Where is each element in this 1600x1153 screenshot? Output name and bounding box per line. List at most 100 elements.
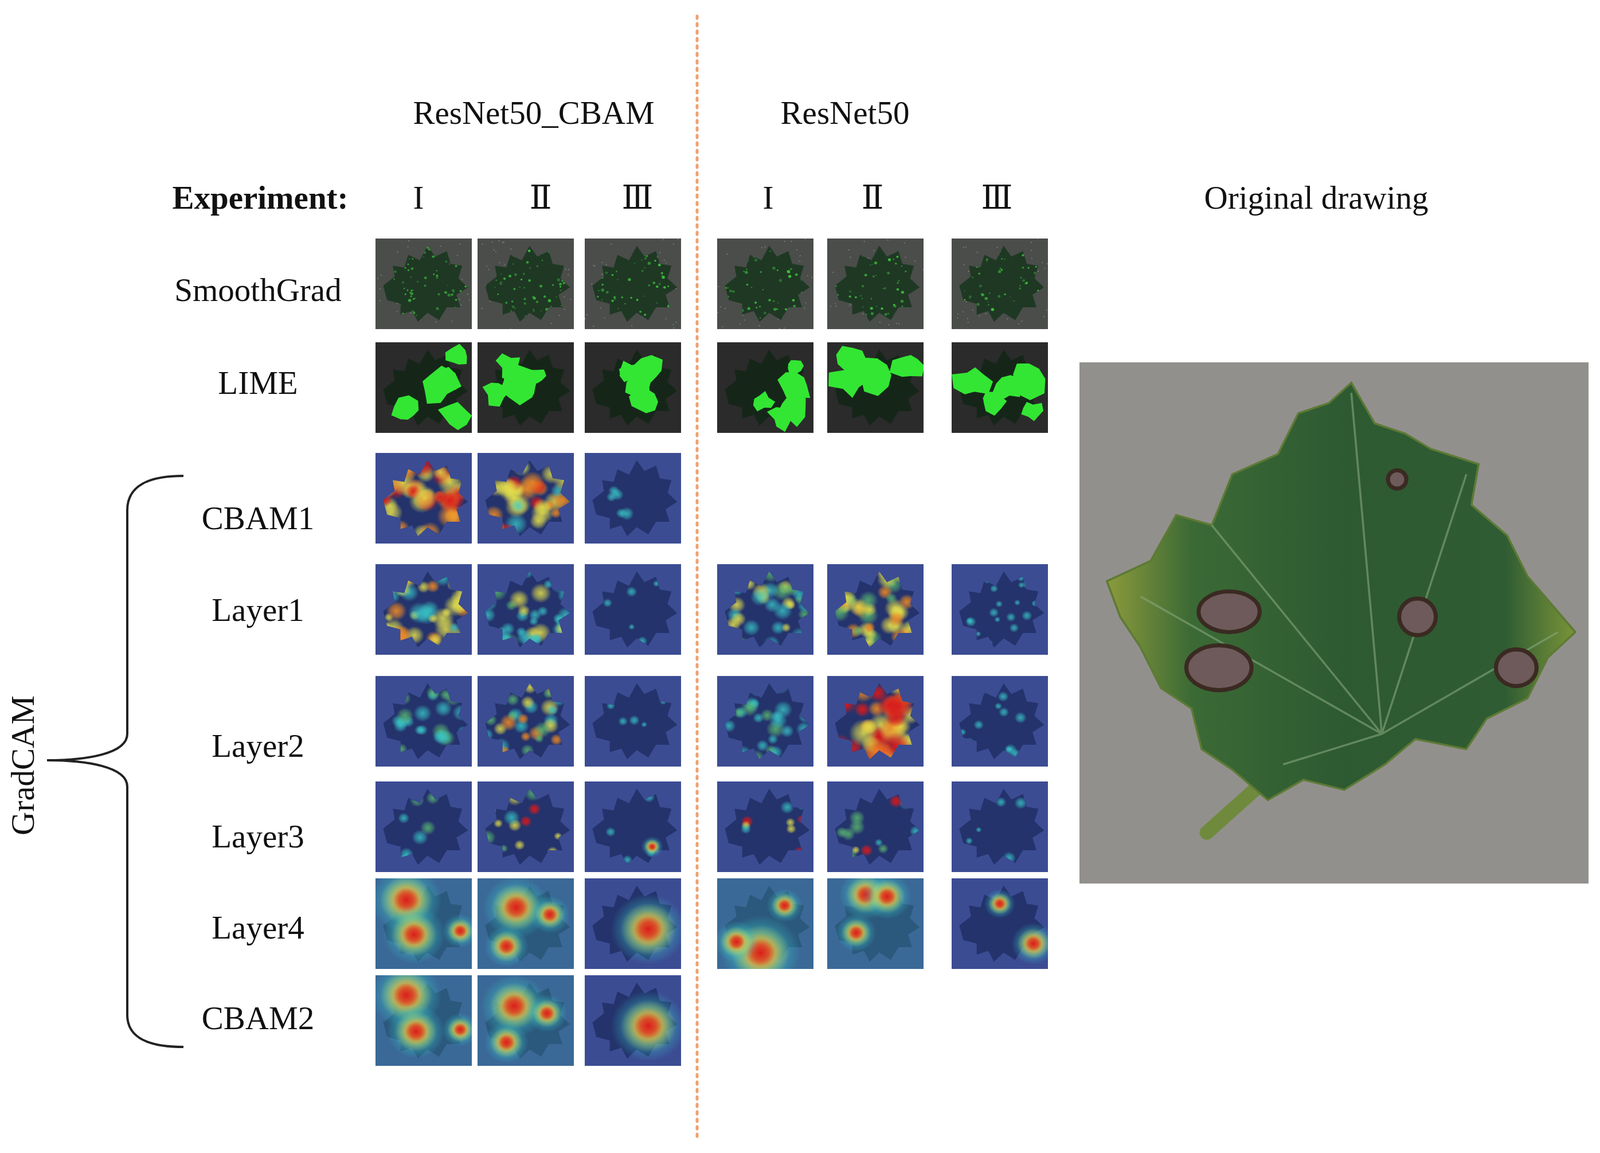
heatmap-image: [717, 238, 814, 330]
heatmap-image: [717, 675, 814, 767]
heatmap-image: [584, 238, 682, 330]
heatmap-image: [477, 564, 574, 655]
heatmap-image: [827, 878, 924, 969]
experiment-number: I: [413, 181, 425, 214]
saliency-thumbnail: [951, 238, 1048, 330]
heatmap-image: [477, 342, 574, 433]
experiment-number: Ⅱ: [529, 181, 553, 214]
saliency-thumbnail: [477, 342, 574, 433]
saliency-thumbnail: [584, 452, 682, 544]
saliency-thumbnail: [477, 452, 574, 544]
saliency-thumbnail: [375, 675, 472, 767]
heatmap-image: [375, 452, 472, 544]
heatmap-image: [584, 878, 682, 969]
group-label: GradCAM: [6, 695, 39, 836]
saliency-thumbnail: [584, 342, 682, 433]
experiment-number: Ⅲ: [621, 181, 654, 214]
saliency-thumbnail: [827, 238, 924, 330]
heatmap-image: [717, 342, 814, 433]
saliency-thumbnail: [477, 878, 574, 969]
heatmap-image: [477, 975, 574, 1066]
heatmap-image: [477, 238, 574, 330]
saliency-thumbnail: [951, 564, 1048, 655]
layer-label: CBAM1: [201, 501, 315, 535]
layer-label: Layer4: [211, 910, 304, 944]
saliency-thumbnail: [477, 564, 574, 655]
saliency-thumbnail: [827, 675, 924, 767]
saliency-thumbnail: [717, 564, 814, 655]
heatmap-image: [951, 564, 1048, 655]
heatmap-image: [375, 975, 472, 1066]
heatmap-image: [584, 975, 682, 1066]
saliency-thumbnail: [375, 452, 472, 544]
saliency-thumbnail: [375, 878, 472, 969]
column-heading: Original drawing: [1204, 181, 1429, 214]
method-label: SmoothGrad: [174, 273, 342, 307]
heatmap-image: [584, 564, 682, 655]
saliency-thumbnail: [375, 781, 472, 872]
saliency-thumbnail: [951, 878, 1048, 969]
saliency-thumbnail: [717, 878, 814, 969]
saliency-thumbnail: [827, 564, 924, 655]
heatmap-image: [827, 342, 924, 433]
saliency-thumbnail: [477, 975, 574, 1066]
heatmap-image: [827, 675, 924, 767]
experiment-number: I: [763, 181, 774, 214]
saliency-thumbnail: [584, 878, 682, 969]
saliency-thumbnail: [584, 238, 682, 330]
heatmap-image: [717, 564, 814, 655]
saliency-thumbnail: [827, 878, 924, 969]
heatmap-image: [827, 238, 924, 330]
gradcam-bracket: [47, 475, 184, 1047]
saliency-thumbnail: [717, 238, 814, 330]
layer-label: CBAM2: [201, 1001, 315, 1035]
heatmap-image: [951, 238, 1048, 330]
heatmap-image: [477, 675, 574, 767]
saliency-thumbnail: [951, 342, 1048, 433]
layer-label: Layer3: [211, 819, 304, 853]
heatmap-image: [584, 675, 682, 767]
layer-label: Layer1: [211, 593, 304, 627]
saliency-thumbnail: [951, 781, 1048, 872]
heatmap-image: [951, 878, 1048, 969]
saliency-thumbnail: [375, 238, 472, 330]
saliency-thumbnail: [951, 675, 1048, 767]
saliency-thumbnail: [827, 342, 924, 433]
heatmap-image: [375, 781, 472, 872]
heatmap-image: [584, 342, 682, 433]
saliency-thumbnail: [584, 675, 682, 767]
heatmap-image: [717, 878, 814, 969]
saliency-thumbnail: [584, 564, 682, 655]
saliency-thumbnail: [827, 781, 924, 872]
heatmap-image: [584, 781, 682, 872]
experiment-number: Ⅱ: [861, 181, 884, 214]
heatmap-image: [477, 781, 574, 872]
saliency-thumbnail: [717, 781, 814, 872]
heatmap-image: [951, 781, 1048, 872]
column-heading: ResNet50_CBAM: [412, 96, 655, 129]
saliency-thumbnail: [717, 675, 814, 767]
heatmap-image: [375, 564, 472, 655]
heatmap-image: [477, 452, 574, 544]
heatmap-image: [477, 878, 574, 969]
saliency-thumbnail: [584, 975, 682, 1066]
saliency-thumbnail: [375, 342, 472, 433]
saliency-thumbnail: [477, 781, 574, 872]
saliency-thumbnail: [375, 975, 472, 1066]
heatmap-image: [951, 675, 1048, 767]
layer-label: Layer2: [211, 729, 304, 762]
saliency-thumbnail: [477, 238, 574, 330]
heatmap-image: [375, 238, 472, 330]
saliency-thumbnail: [477, 675, 574, 767]
heatmap-image: [375, 675, 472, 767]
method-label: LIME: [217, 366, 298, 399]
saliency-thumbnail: [717, 342, 814, 433]
column-heading: ResNet50: [780, 96, 910, 129]
heatmap-image: [375, 878, 472, 969]
heatmap-image: [951, 342, 1048, 433]
experiment-number: Ⅲ: [981, 181, 1013, 214]
heatmap-image: [827, 564, 924, 655]
heatmap-image: [827, 781, 924, 872]
